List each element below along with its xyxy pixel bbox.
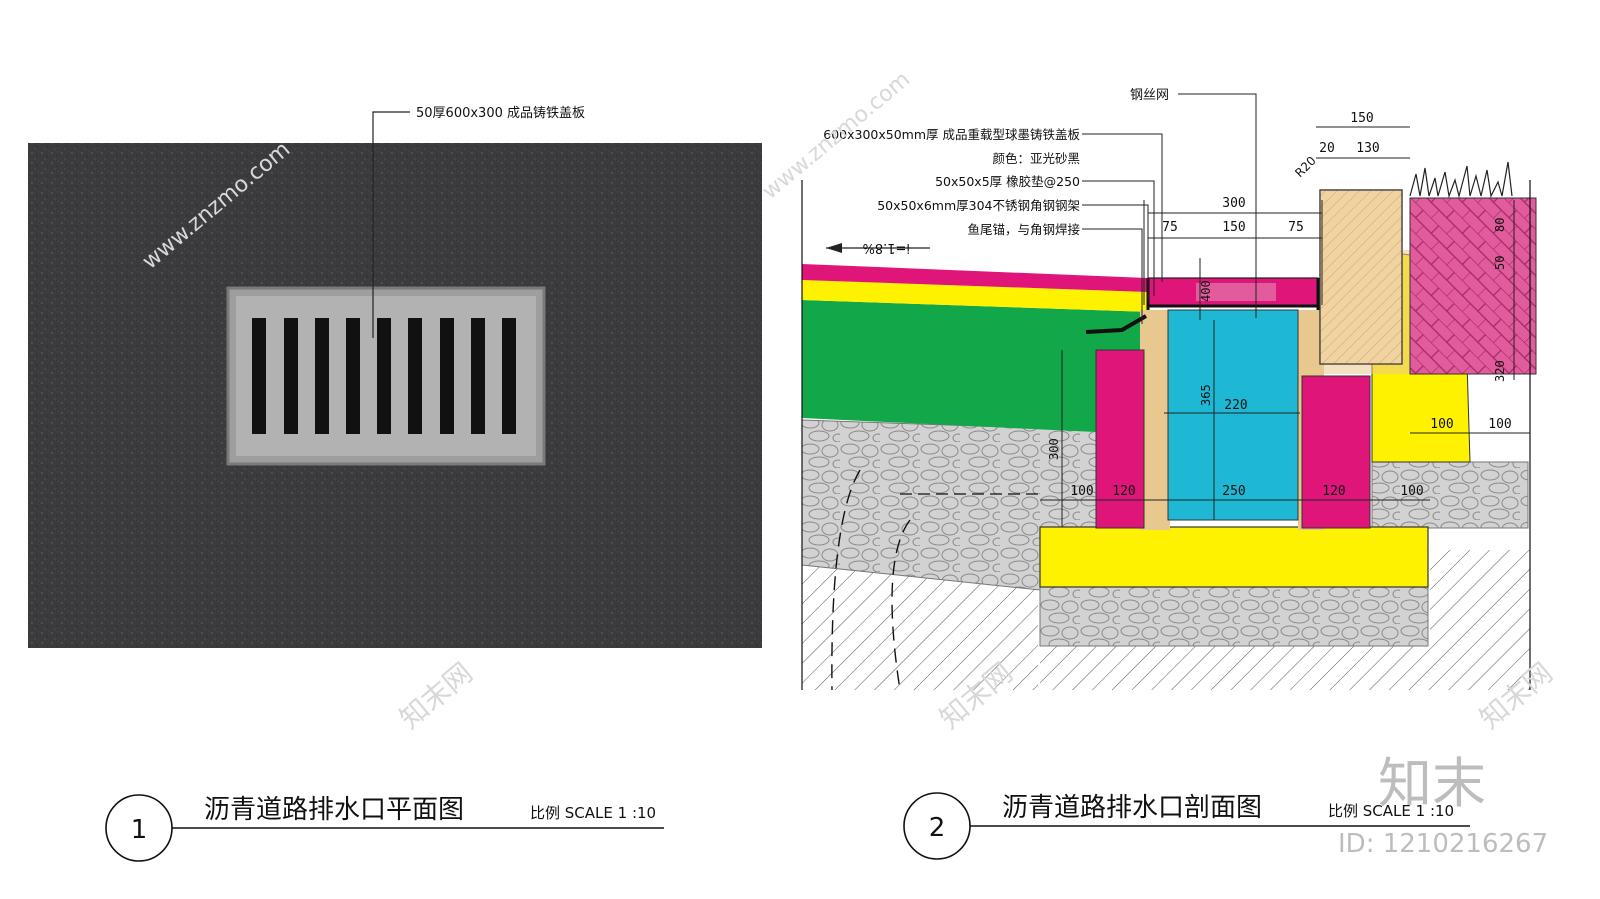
section-view: 钢丝网 600x300x50mm厚 成品重载型球墨铸铁盖板 颜色：亚光砂黑 50…	[801, 88, 1537, 860]
grate-slot	[346, 318, 360, 434]
grate-slot	[315, 318, 329, 434]
slope-arrowhead	[826, 243, 842, 253]
concrete-foundation	[1039, 526, 1429, 588]
dim-130: 130	[1356, 141, 1379, 156]
grate-slot	[471, 318, 485, 434]
curb-stone-front	[1319, 189, 1403, 365]
grate-slot	[377, 318, 391, 434]
dim-300-top: 300	[1222, 196, 1245, 211]
brick-wall-right	[1301, 375, 1371, 529]
plan-title-number: 1	[131, 815, 148, 845]
grate-slot	[284, 318, 298, 434]
watermark-logo: 知末网	[393, 656, 479, 735]
dimension-lines	[1040, 126, 1530, 527]
yellow-road-layer	[802, 280, 1150, 312]
label-frame: 50x50x6mm厚304不锈钢角钢钢架	[877, 198, 1080, 213]
callout-leader	[372, 111, 410, 338]
dim-80: 80	[1493, 218, 1507, 232]
section-title: 沥青道路排水口剖面图	[1002, 793, 1262, 823]
dim-100-bottom-right: 100	[1400, 484, 1423, 499]
watermark-brand: 知末	[1378, 752, 1486, 815]
grass-tufts	[1409, 161, 1513, 199]
leader-mesh	[1178, 93, 1257, 318]
drainage-channel	[1167, 309, 1299, 521]
dim-220: 220	[1224, 398, 1247, 413]
dim-300-left: 300	[1047, 438, 1061, 460]
green-base-layer	[802, 300, 1150, 432]
dim-250: 250	[1222, 484, 1245, 499]
plan-scale: 比例 SCALE 1 :10	[530, 804, 656, 822]
section-title-number: 2	[929, 813, 946, 843]
label-color: 颜色：亚光砂黑	[992, 151, 1080, 166]
label-rubber: 50x50x5厚 橡胶垫@250	[935, 174, 1080, 189]
grate-slots	[252, 318, 516, 434]
soil-hatch-bottom	[1040, 645, 1432, 690]
label-radius: R20	[1292, 154, 1319, 181]
leader-rubber	[1082, 180, 1155, 296]
dim-400: 400	[1199, 280, 1213, 302]
tan-fill-left	[1140, 310, 1170, 530]
grate-slot	[502, 318, 516, 434]
leader-cover	[1082, 133, 1163, 282]
grate-slot	[440, 318, 454, 434]
dim-150-top: 150	[1350, 111, 1373, 126]
leader-anchor	[1082, 228, 1143, 324]
section-scale: 比例 SCALE 1 :10	[1328, 802, 1454, 820]
grate-slot	[408, 318, 422, 434]
watermark-id: ID: 1210216267	[1338, 829, 1548, 859]
soil-hatch-right	[1430, 550, 1530, 690]
dashed-pipe	[831, 469, 911, 691]
label-cover: 600x300x50mm厚 成品重载型球墨铸铁盖板	[823, 127, 1080, 142]
label-slope: i=1.8%	[862, 240, 910, 255]
dim-150-mid: 150	[1222, 220, 1245, 235]
leader-frame	[1082, 204, 1149, 300]
dim-100-right-b: 100	[1488, 417, 1511, 432]
fishtail-anchor	[1085, 314, 1148, 334]
brick-wall-left	[1095, 349, 1145, 529]
brick-paving	[1409, 197, 1537, 375]
dim-20: 20	[1319, 141, 1335, 156]
magenta-surface-layer	[802, 264, 1148, 292]
dim-100-right-a: 100	[1430, 417, 1453, 432]
label-anchor: 鱼尾锚，与角钢焊接	[967, 222, 1080, 237]
dim-120-left: 120	[1112, 484, 1135, 499]
dim-75-left: 75	[1162, 220, 1178, 235]
dim-320: 320	[1493, 360, 1507, 382]
dim-100-left: 100	[1070, 484, 1093, 499]
plan-view: 50厚600x300 成品铸铁盖板 1 沥青道路排水口平面图 比例 SCALE …	[28, 105, 762, 862]
grate-slot	[252, 318, 266, 434]
gravel-base-bottom	[1039, 585, 1429, 647]
dim-365: 365	[1199, 384, 1213, 406]
plan-title: 沥青道路排水口平面图	[204, 795, 464, 825]
label-mesh: 钢丝网	[1130, 88, 1169, 103]
dim-50: 50	[1493, 256, 1507, 270]
dim-75-right: 75	[1288, 220, 1304, 235]
callout-cover-text: 50厚600x300 成品铸铁盖板	[416, 105, 585, 121]
gravel-base-right	[1371, 461, 1529, 529]
dim-120-right: 120	[1322, 484, 1345, 499]
